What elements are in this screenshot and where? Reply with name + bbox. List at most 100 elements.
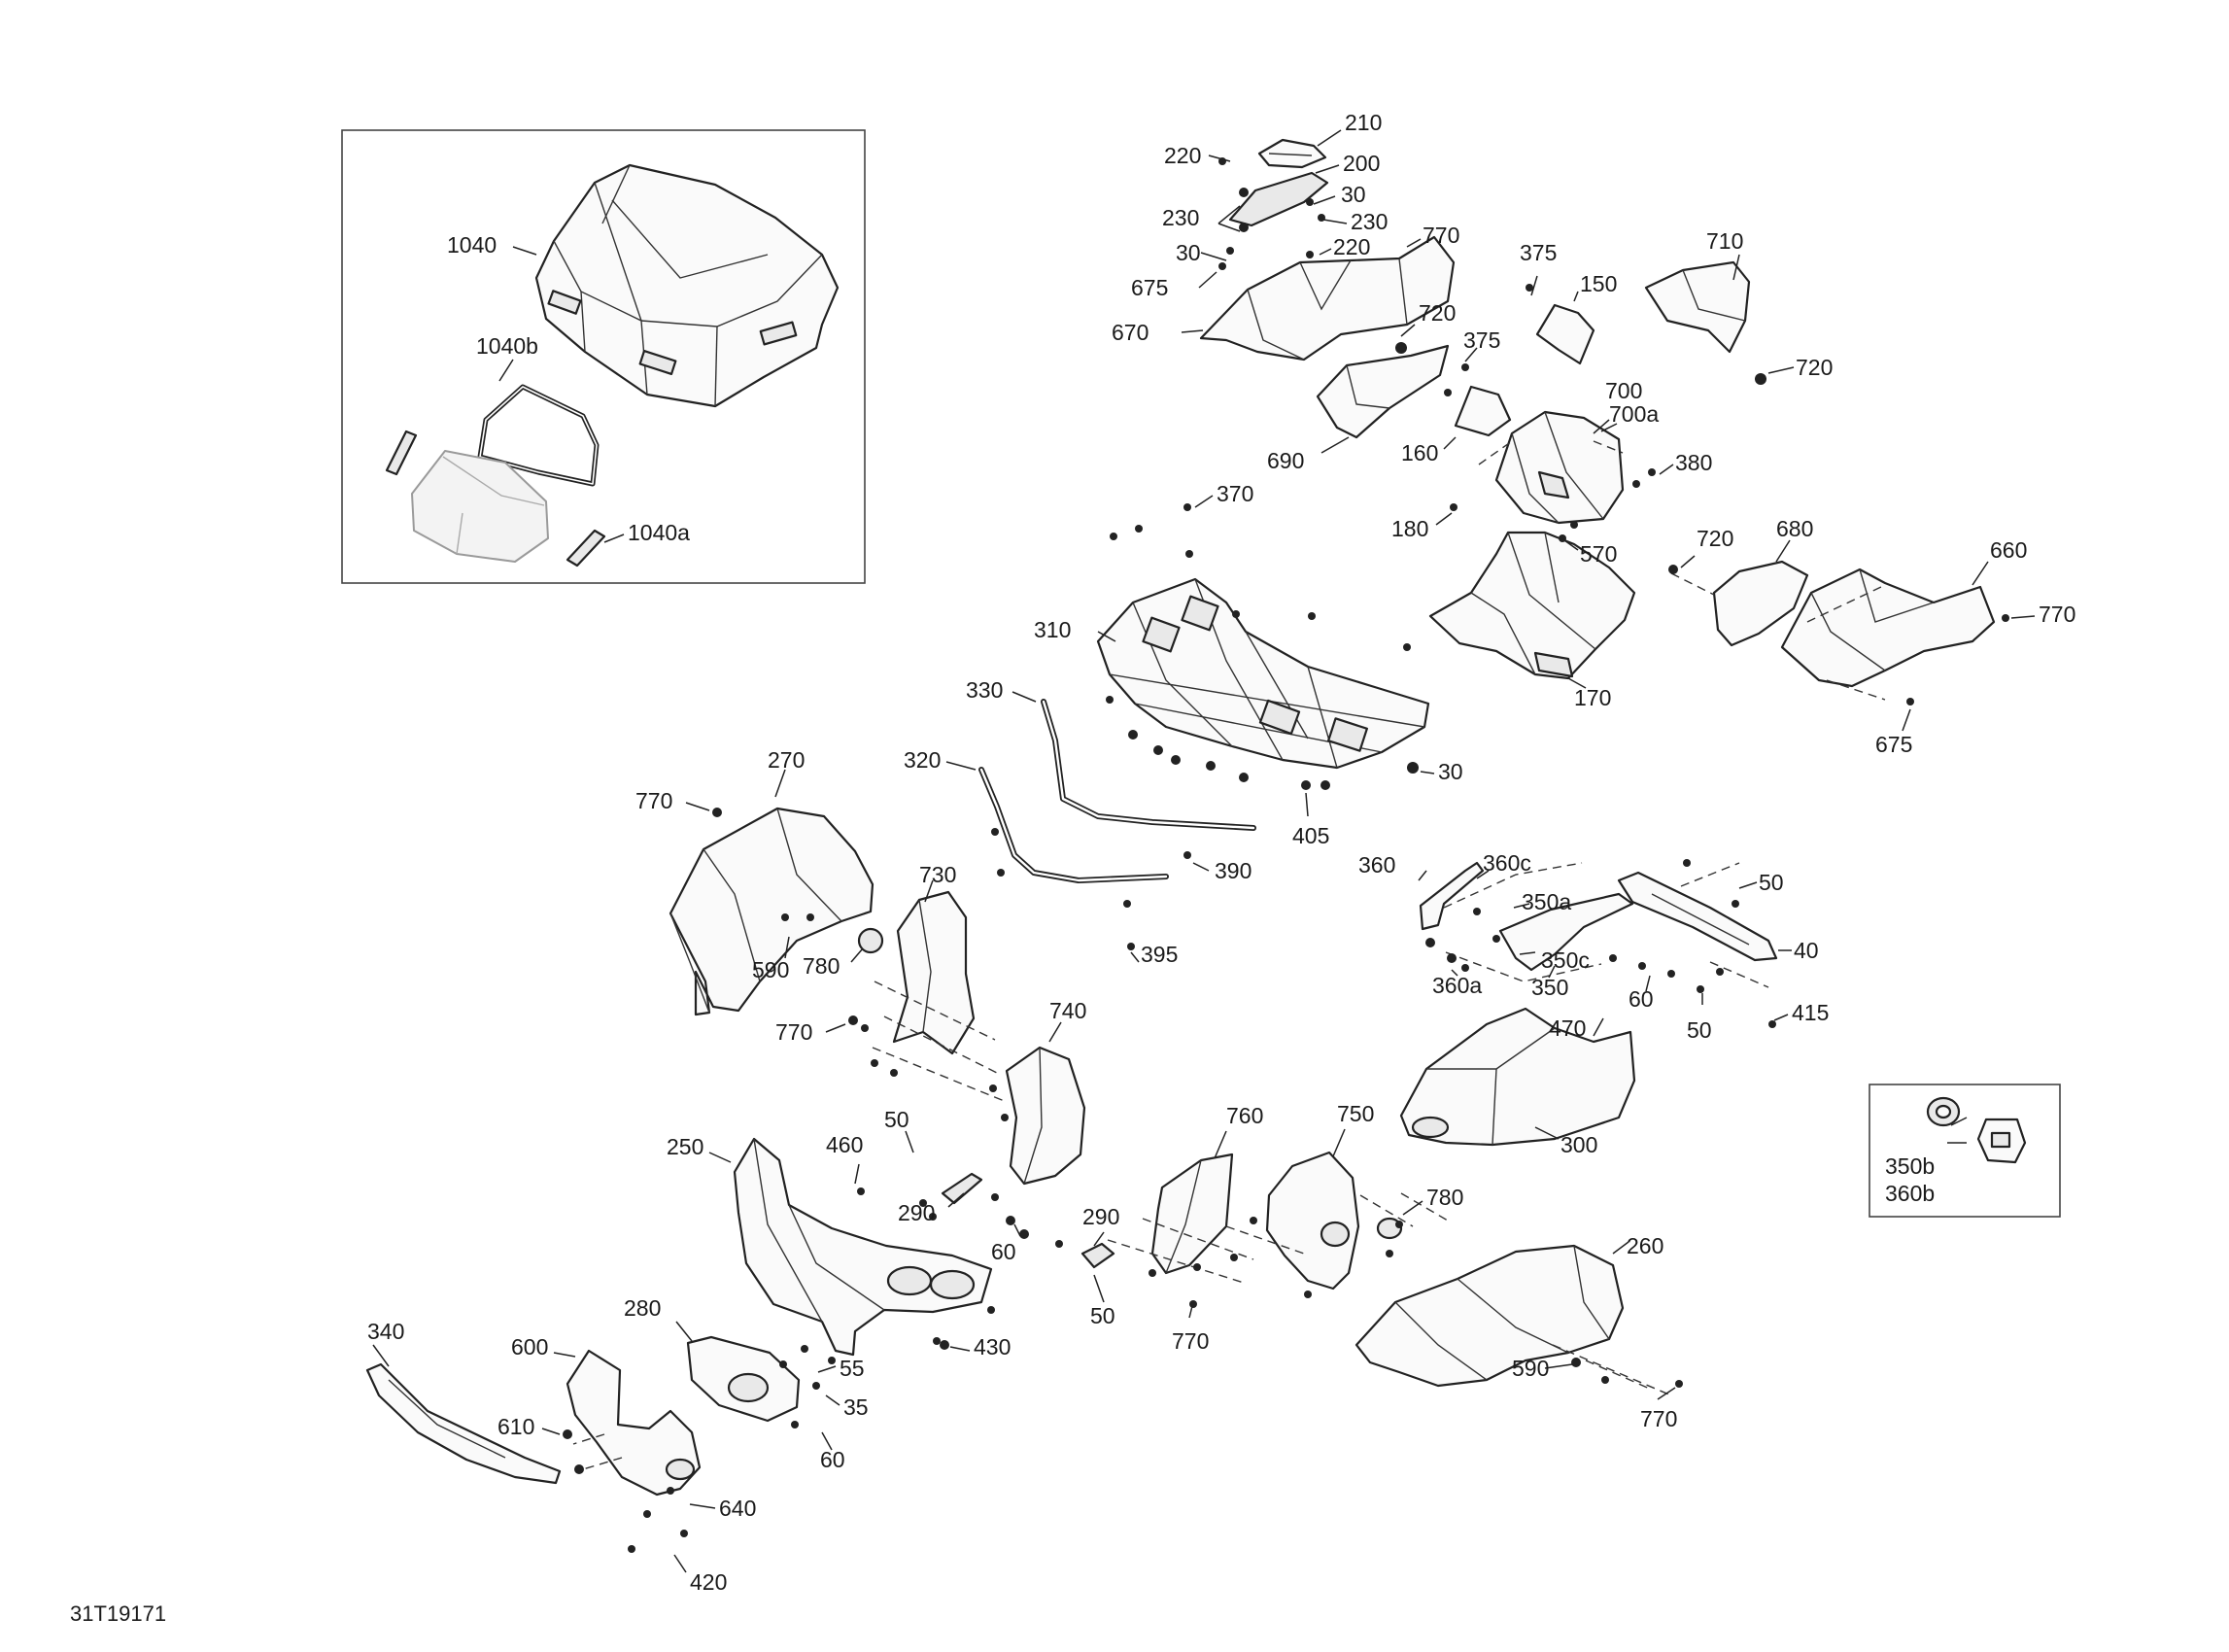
part-730-side-panel — [892, 890, 976, 1055]
part-290-bracket-left — [941, 1172, 983, 1205]
callout-760: 760 — [1226, 1103, 1263, 1128]
callout-720: 720 — [1796, 355, 1833, 380]
part-1040-lower-tray — [411, 450, 549, 563]
callout-610: 610 — [497, 1414, 534, 1439]
callout-230: 230 — [1162, 205, 1199, 230]
part-670-upper-body — [1199, 235, 1456, 361]
callout-670: 670 — [1112, 320, 1149, 345]
callout-290: 290 — [898, 1200, 935, 1225]
callout-660: 660 — [1990, 537, 2027, 563]
callout-750: 750 — [1337, 1101, 1374, 1126]
callout-1040b: 1040b — [476, 333, 538, 359]
callout-350b: 350b — [1885, 1153, 1935, 1179]
part-760-panel — [1150, 1153, 1234, 1275]
callout-395: 395 — [1141, 942, 1178, 967]
callout-770: 770 — [2039, 602, 2075, 627]
callout-390: 390 — [1215, 858, 1252, 883]
callout-360a: 360a — [1432, 973, 1482, 998]
part-300-hood — [1399, 1007, 1636, 1147]
callout-720: 720 — [1697, 526, 1733, 551]
callout-570: 570 — [1580, 541, 1617, 567]
part-710-cover — [1644, 260, 1751, 354]
callout-200: 200 — [1343, 151, 1380, 176]
callout-720: 720 — [1419, 300, 1456, 326]
callout-180: 180 — [1391, 516, 1428, 541]
callout-340: 340 — [367, 1319, 404, 1344]
callout-360c: 360c — [1483, 850, 1531, 876]
callout-60: 60 — [1629, 986, 1654, 1012]
callout-230: 230 — [1351, 209, 1388, 234]
callout-55: 55 — [840, 1356, 865, 1381]
part-740-panel — [1005, 1046, 1086, 1186]
callout-30: 30 — [1176, 240, 1201, 265]
callout-770: 770 — [635, 788, 672, 813]
inset-box-350b-360b — [1869, 1084, 2061, 1218]
part-750-panel — [1265, 1151, 1360, 1291]
part-360b-clip — [1976, 1118, 2027, 1164]
callout-60: 60 — [991, 1239, 1016, 1264]
part-350b-nut — [1926, 1096, 1961, 1127]
figure-reference-code: 31T19171 — [70, 1601, 166, 1626]
callout-270: 270 — [768, 747, 805, 773]
callout-220: 220 — [1164, 143, 1201, 168]
part-40-crossbar — [1617, 871, 1778, 962]
callout-770: 770 — [1640, 1406, 1677, 1431]
callout-420: 420 — [690, 1569, 727, 1595]
part-360-latch-arm — [1419, 861, 1485, 931]
callout-labels: 210 220 200 30 230 230 30 220 770 675 67… — [367, 110, 2075, 1595]
part-1040-storage-box — [534, 163, 840, 408]
callout-280: 280 — [624, 1295, 661, 1321]
callout-405: 405 — [1292, 823, 1329, 848]
part-1040a-strip-left — [385, 430, 418, 476]
callout-700: 700 — [1605, 378, 1642, 403]
callout-35: 35 — [843, 1394, 869, 1420]
callout-30: 30 — [1438, 759, 1463, 784]
part-200-cover-plate — [1228, 171, 1329, 227]
callout-40: 40 — [1794, 938, 1819, 963]
callout-375: 375 — [1463, 327, 1500, 353]
part-250-front-grille — [733, 1137, 993, 1357]
callout-350: 350 — [1531, 975, 1568, 1000]
callout-260: 260 — [1627, 1233, 1663, 1258]
callout-360b: 360b — [1885, 1181, 1935, 1206]
callout-710: 710 — [1706, 228, 1743, 254]
callout-675: 675 — [1875, 732, 1912, 757]
callout-460: 460 — [826, 1132, 863, 1157]
callout-780: 780 — [1426, 1185, 1463, 1210]
callout-50: 50 — [1687, 1017, 1712, 1043]
part-170-frame — [1428, 531, 1636, 680]
callout-300: 300 — [1560, 1132, 1597, 1157]
part-690-bracket — [1316, 344, 1450, 439]
part-350-latch — [1498, 892, 1634, 972]
leader-lines — [372, 129, 2036, 1573]
callout-770: 770 — [1172, 1328, 1209, 1354]
callout-250: 250 — [667, 1134, 703, 1159]
callout-415: 415 — [1792, 1000, 1829, 1025]
part-340-skid-strip — [365, 1362, 562, 1485]
part-330-tube — [1041, 699, 1256, 831]
callout-640: 640 — [719, 1496, 756, 1521]
callout-590: 590 — [752, 957, 789, 982]
part-780-grommet-left — [857, 927, 884, 954]
callout-770: 770 — [775, 1019, 812, 1045]
callout-430: 430 — [974, 1334, 1011, 1359]
callout-470: 470 — [1549, 1015, 1586, 1041]
callout-220: 220 — [1333, 234, 1370, 259]
part-320-tube — [978, 767, 1169, 883]
part-700-headlight-housing — [1494, 410, 1625, 525]
part-290-bracket-right — [1080, 1242, 1115, 1269]
part-600-bumper-bracket — [566, 1349, 702, 1497]
callout-680: 680 — [1776, 516, 1813, 541]
callout-590: 590 — [1512, 1356, 1549, 1381]
callout-310: 310 — [1034, 617, 1071, 642]
callout-330: 330 — [966, 677, 1003, 703]
part-160-panel — [1454, 385, 1512, 437]
callout-1040: 1040 — [447, 232, 497, 258]
callout-360: 360 — [1358, 852, 1395, 878]
callout-770: 770 — [1423, 223, 1459, 248]
callout-30: 30 — [1341, 182, 1366, 207]
callout-1040a: 1040a — [628, 520, 690, 545]
callout-675: 675 — [1131, 275, 1168, 300]
part-310-front-rack — [1096, 577, 1430, 770]
